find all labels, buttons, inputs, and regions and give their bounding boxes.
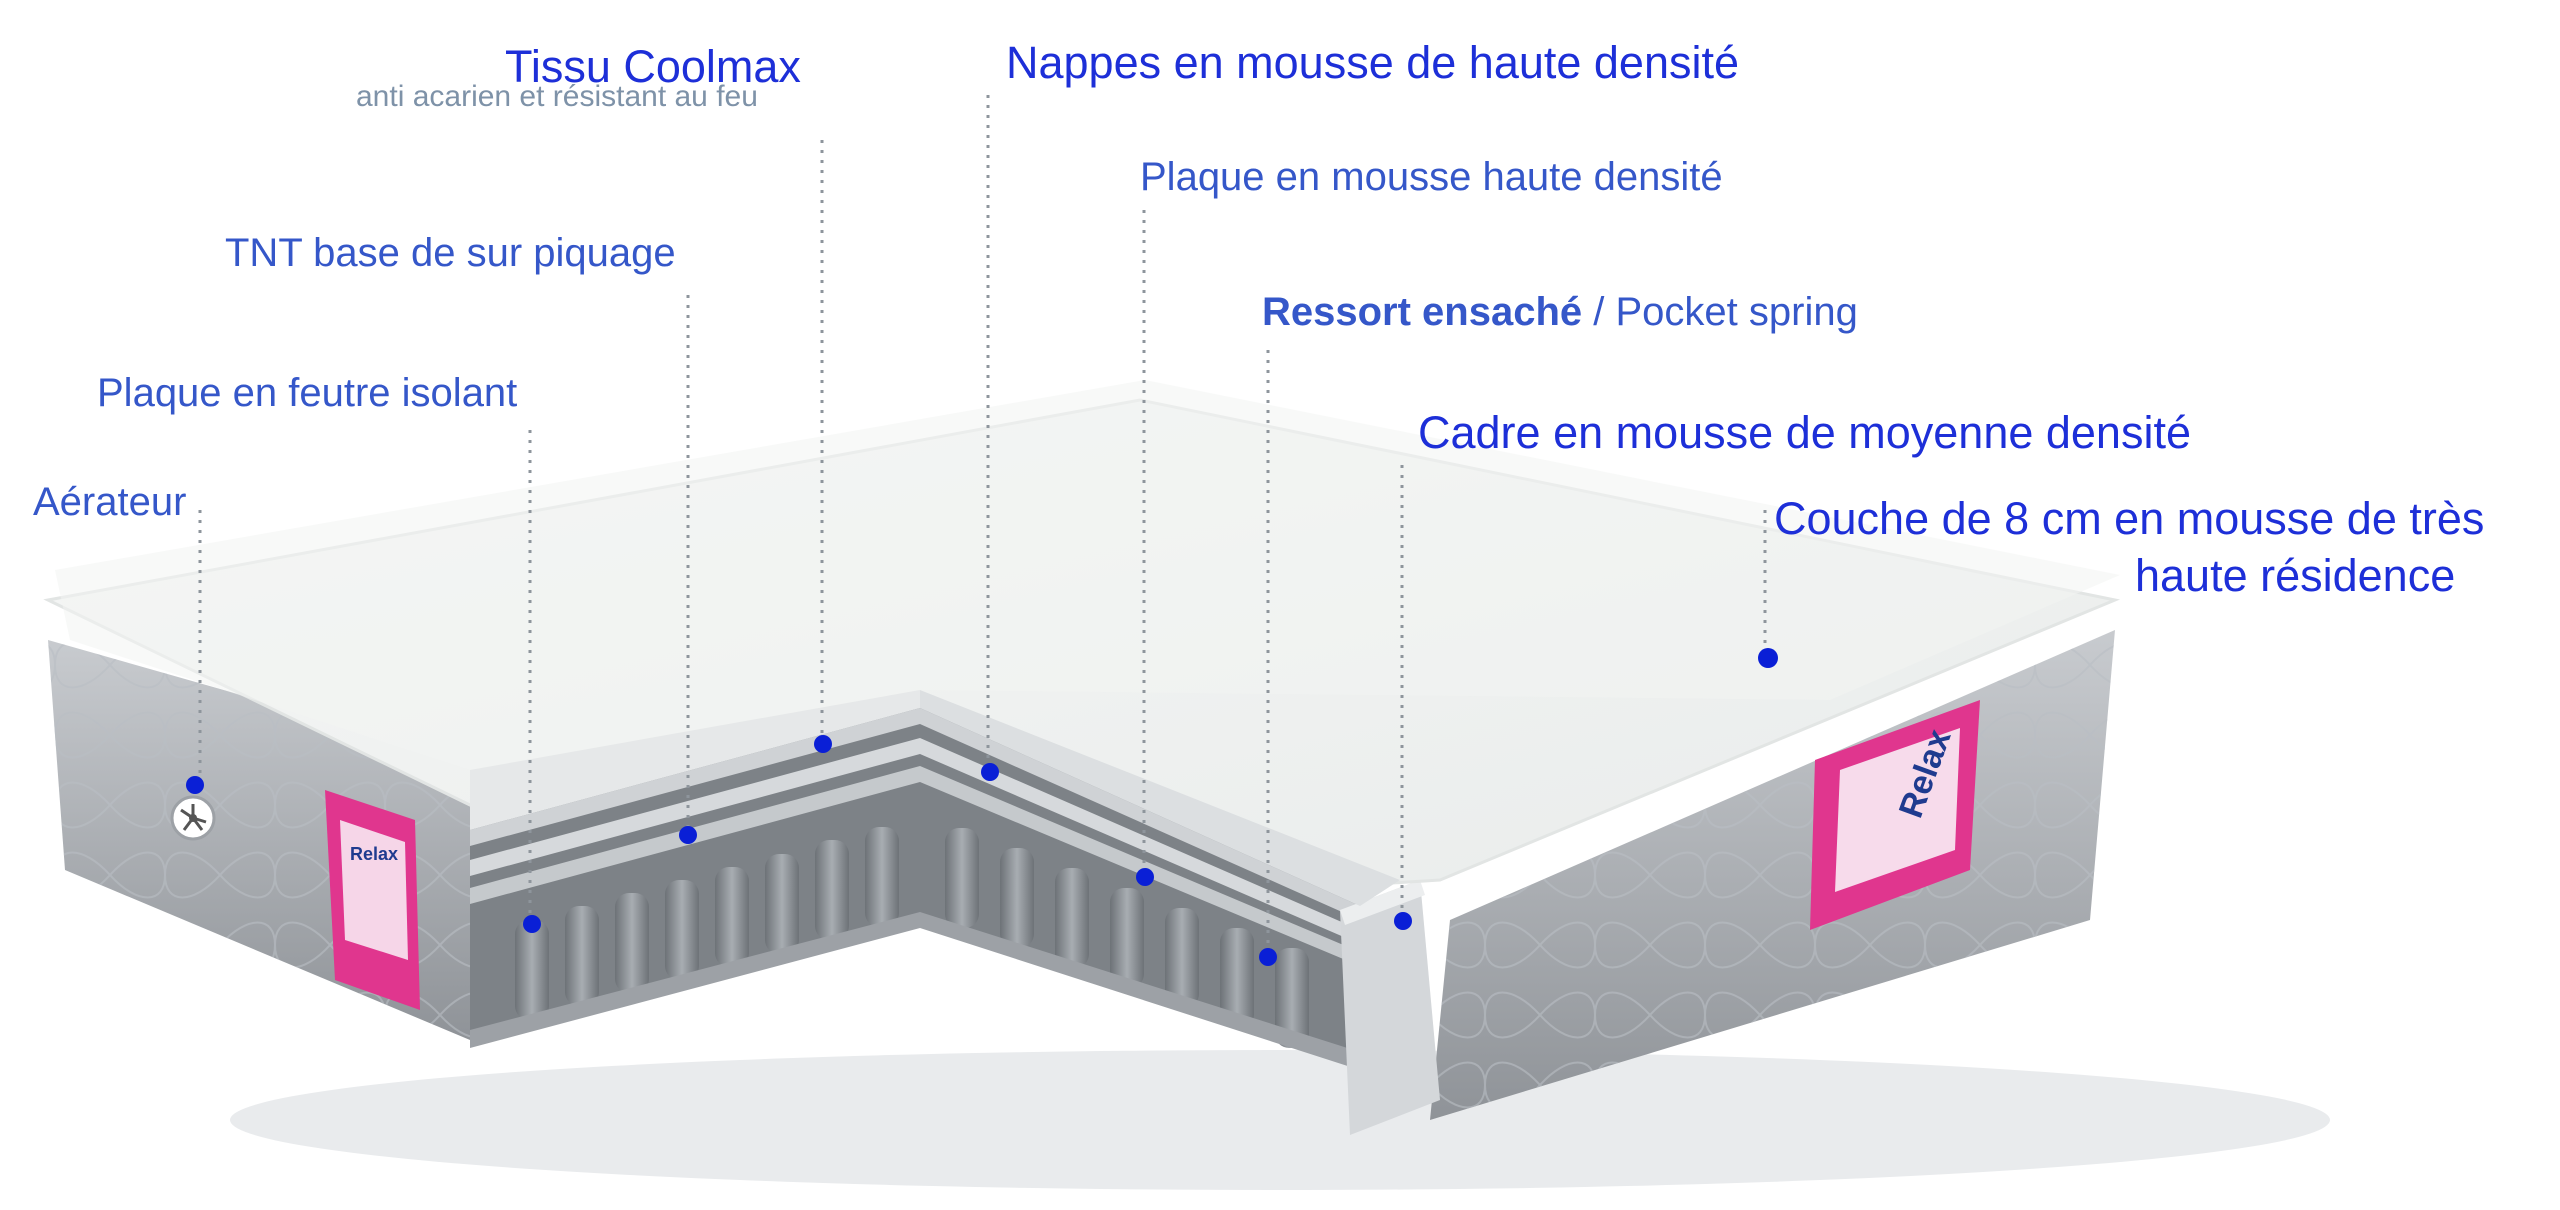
label-nappes: Nappes en mousse de haute densité <box>1006 37 1740 88</box>
front-brand-text: Relax <box>350 844 398 864</box>
aerator-icon <box>170 795 216 841</box>
side-product-label: Relax <box>1810 700 1980 930</box>
front-product-label: Relax <box>325 790 420 1010</box>
coolmax-top-sheet <box>55 380 2120 770</box>
marker-couche <box>1758 648 1778 668</box>
label-feutre: Plaque en feutre isolant <box>97 371 518 415</box>
marker-ressort <box>1259 948 1277 966</box>
marker-cadre <box>1394 912 1412 930</box>
cutaway-interior <box>470 700 1360 1070</box>
marker-tissu <box>814 735 832 753</box>
marker-aerateur <box>186 776 204 794</box>
label-ressort-rest: / Pocket spring <box>1582 290 1858 334</box>
label-ressort-bold: Ressort ensaché <box>1262 290 1583 334</box>
marker-nappes <box>981 763 999 781</box>
marker-tnt <box>679 826 697 844</box>
label-couche-line2: haute résidence <box>2135 550 2456 601</box>
marker-plaque-hd <box>1136 868 1154 886</box>
label-tnt: TNT base de sur piquage <box>225 231 676 275</box>
label-tissu-subtitle: anti acarien et résistant au feu <box>356 80 758 113</box>
foam-frame-block <box>1340 880 1440 1135</box>
leader-lines <box>198 95 1767 955</box>
label-cadre: Cadre en mousse de moyenne densité <box>1418 407 2191 458</box>
label-ressort: Ressort ensaché / Pocket spring <box>1262 292 1858 332</box>
mattress <box>43 380 2121 1135</box>
markers <box>186 648 1778 966</box>
pocket-springs <box>515 827 1309 1048</box>
label-tissu-coolmax: Tissu Coolmax <box>505 41 801 92</box>
label-plaque-haute-densite: Plaque en mousse haute densité <box>1140 155 1723 199</box>
label-aerateur: Aérateur <box>33 480 187 524</box>
marker-feutre <box>523 915 541 933</box>
label-couche-line1: Couche de 8 cm en mousse de très <box>1774 493 2485 544</box>
mattress-shadow <box>230 1050 2330 1190</box>
